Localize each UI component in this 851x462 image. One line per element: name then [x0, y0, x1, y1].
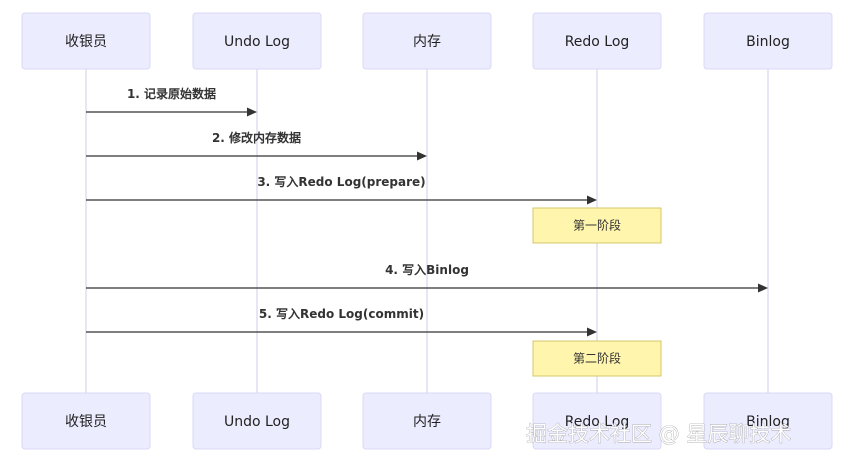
message-label: 1. 记录原始数据 [127, 86, 216, 101]
message-1: 1. 记录原始数据 [86, 86, 257, 117]
participant-box [703, 12, 833, 70]
participant-box [703, 392, 833, 450]
participant-undo-log-top: Undo Log [192, 12, 322, 70]
participant-undo-log-bottom: Undo Log [192, 392, 322, 450]
participant-label: Binlog [746, 34, 790, 50]
participant-box [532, 392, 662, 450]
participant-box [532, 12, 662, 70]
participant-box [192, 12, 322, 70]
message-label: 4. 写入Binlog [385, 263, 469, 277]
participant-label: Redo Log [565, 414, 630, 430]
message-label: 3. 写入Redo Log(prepare) [257, 175, 425, 189]
note-2: 第二阶段 [532, 340, 662, 377]
participant-box [21, 12, 151, 70]
messages: 1. 记录原始数据 2. 修改内存数据 3. 写入Redo Log(prepare)… [86, 86, 768, 337]
message-2: 2. 修改内存数据 [86, 130, 427, 161]
arrowhead-icon [587, 327, 597, 337]
participant-redo-log-bottom: Redo Log [532, 392, 662, 450]
participant-label: 内存 [413, 414, 441, 430]
participant-memory-top: 内存 [362, 12, 492, 70]
participant-label: Binlog [746, 414, 790, 430]
participant-label: Undo Log [224, 414, 290, 430]
participant-box [21, 392, 151, 450]
participant-binlog-top: Binlog [703, 12, 833, 70]
participant-label: Redo Log [565, 34, 630, 50]
participant-binlog-bottom: Binlog [703, 392, 833, 450]
watermark-text: 掘金技术社区 @ 星辰聊技术 [526, 422, 791, 446]
message-4: 4. 写入Binlog [86, 263, 768, 293]
arrowhead-icon [247, 107, 257, 117]
note-box [532, 207, 662, 244]
arrowhead-icon [417, 151, 427, 161]
note-1: 第一阶段 [532, 207, 662, 244]
note-label: 第一阶段 [573, 218, 621, 233]
participant-redo-log-top: Redo Log [532, 12, 662, 70]
participant-label: 内存 [413, 34, 441, 50]
note-label: 第二阶段 [573, 351, 621, 366]
participant-label: 收银员 [65, 414, 107, 430]
participant-memory-bottom: 内存 [362, 392, 492, 450]
participants-top: 收银员 Undo Log 内存 Redo Log Binlog [21, 12, 833, 70]
message-label: 2. 修改内存数据 [212, 130, 301, 145]
lifelines [85, 69, 769, 393]
participant-label: Undo Log [224, 34, 290, 50]
message-5: 5. 写入Redo Log(commit) [86, 307, 597, 337]
arrowhead-icon [758, 283, 768, 293]
participant-cashier-bottom: 收银员 [21, 392, 151, 450]
participants-bottom: 收银员 Undo Log 内存 Redo Log Binlog [21, 392, 833, 450]
participant-cashier-top: 收银员 [21, 12, 151, 70]
message-3: 3. 写入Redo Log(prepare) [86, 175, 597, 205]
participant-box [362, 392, 492, 450]
participant-box [192, 392, 322, 450]
message-label: 5. 写入Redo Log(commit) [259, 307, 424, 321]
arrowhead-icon [587, 195, 597, 205]
participant-label: 收银员 [65, 34, 107, 50]
participant-box [362, 12, 492, 70]
note-box [532, 340, 662, 377]
